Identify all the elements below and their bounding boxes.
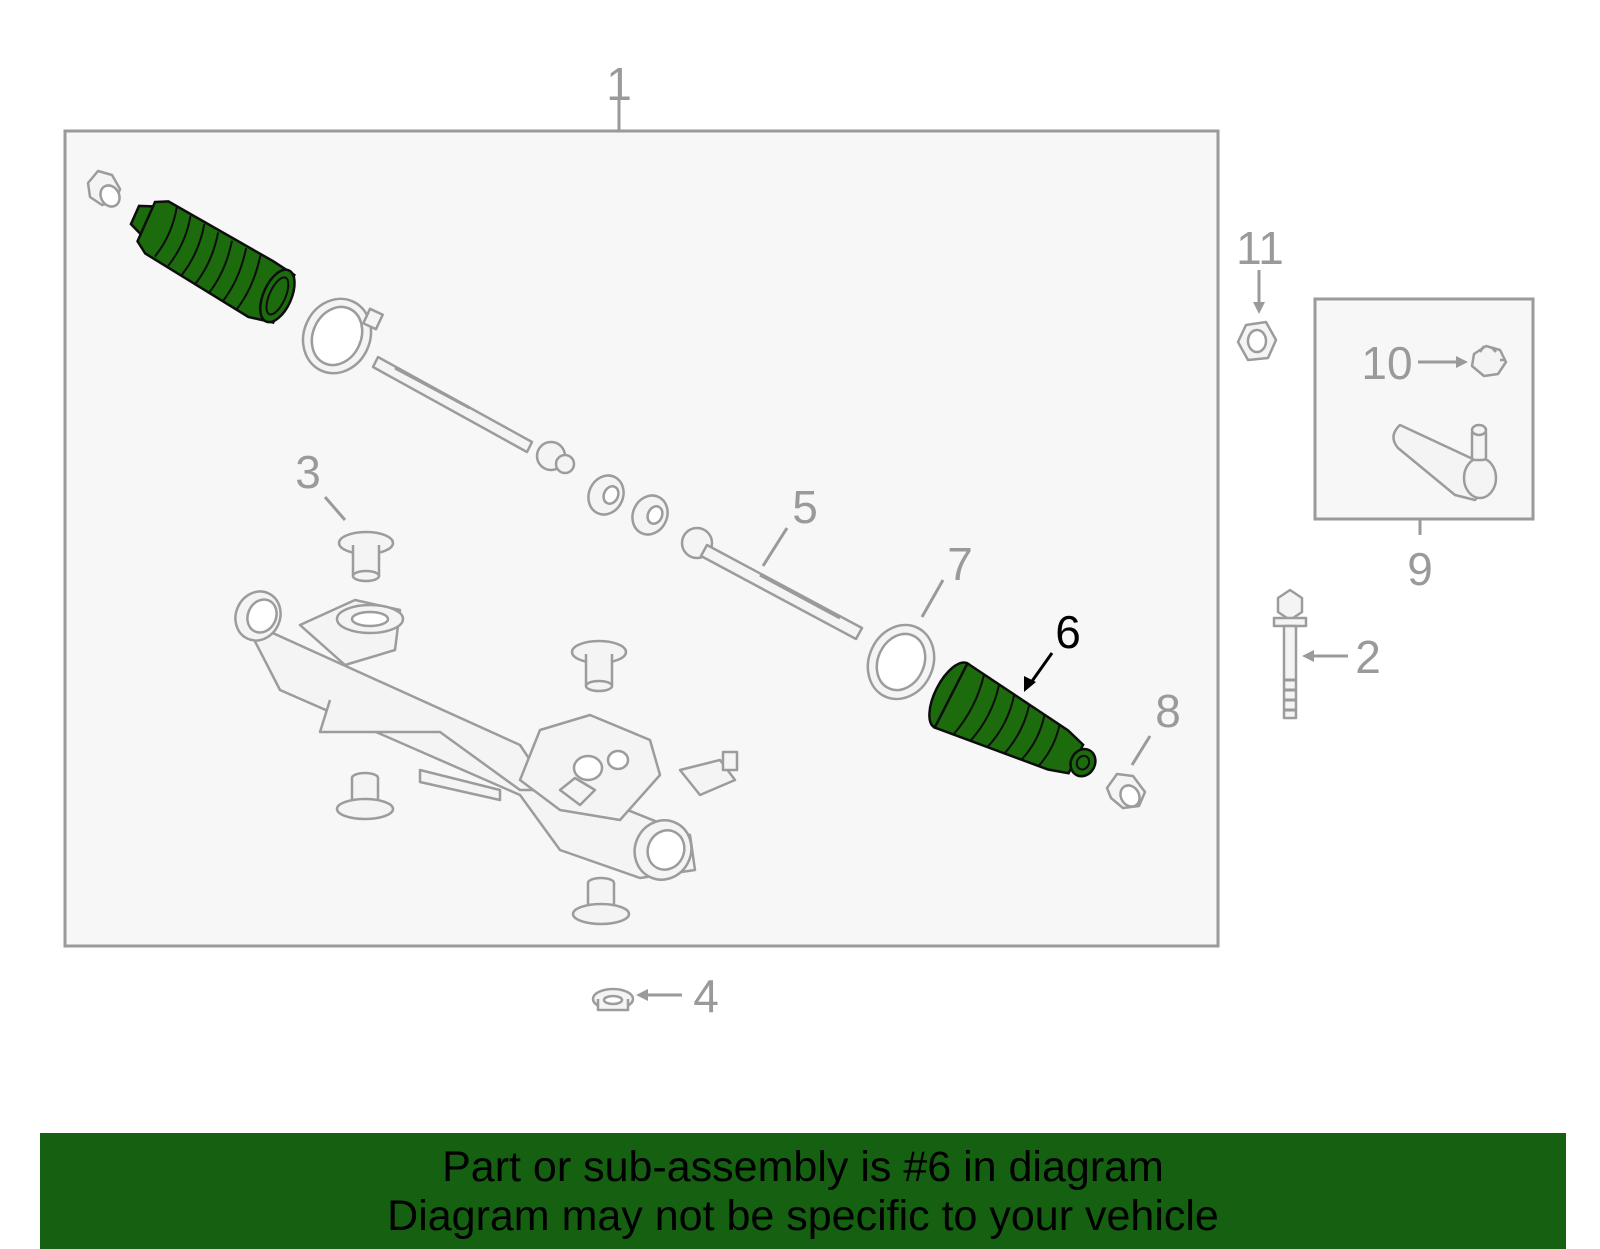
outer-tie-rod-end[interactable] xyxy=(1392,423,1498,502)
washer-a[interactable] xyxy=(582,470,630,521)
callout-10[interactable]: 10 xyxy=(1361,337,1412,389)
right-boot-clamp[interactable] xyxy=(1105,772,1147,810)
mount-bushing-mid[interactable] xyxy=(570,639,628,693)
callout-11[interactable]: 11 xyxy=(1236,222,1284,274)
mount-bushing-lower-left[interactable] xyxy=(335,771,395,821)
callout-9[interactable]: 9 xyxy=(1407,543,1433,595)
mount-bolt[interactable] xyxy=(1272,588,1308,720)
leader-10-arrow xyxy=(1456,356,1468,368)
castle-nut[interactable] xyxy=(1470,344,1508,378)
tie-rod-end-panel xyxy=(1313,297,1535,521)
mount-bushing-lower-right[interactable] xyxy=(571,876,631,926)
callout-2[interactable]: 2 xyxy=(1355,631,1381,683)
right-clamp-ring[interactable] xyxy=(856,614,946,710)
right-rack-boot[interactable] xyxy=(920,656,1110,800)
steering-gear-housing[interactable] xyxy=(227,584,739,889)
callout-3[interactable]: 3 xyxy=(295,446,321,498)
leader-2-arrow xyxy=(1302,650,1314,662)
tie-rod-end-nut[interactable] xyxy=(1236,320,1278,362)
banner-line-1: Part or sub-assembly is #6 in diagram xyxy=(442,1143,1164,1191)
left-rack-boot[interactable] xyxy=(116,191,307,330)
leader-6-arrow xyxy=(1024,676,1036,692)
left-inner-tie-rod[interactable] xyxy=(371,355,576,475)
leader-5 xyxy=(761,527,789,567)
leader-6 xyxy=(1028,652,1054,685)
banner-line-2: Diagram may not be specific to your vehi… xyxy=(387,1192,1219,1240)
mount-nut[interactable] xyxy=(591,987,635,1012)
callout-4[interactable]: 4 xyxy=(693,970,719,1022)
right-inner-tie-rod[interactable] xyxy=(680,526,864,641)
left-clamp-ring[interactable] xyxy=(291,288,384,385)
callout-1[interactable]: 1 xyxy=(606,58,632,110)
info-banner: Part or sub-assembly is #6 in diagram Di… xyxy=(40,1133,1566,1249)
leader-3 xyxy=(323,496,347,521)
left-boot-clamp[interactable] xyxy=(86,169,123,210)
callout-5[interactable]: 5 xyxy=(792,481,818,533)
callout-7[interactable]: 7 xyxy=(947,538,973,590)
leader-11-arrow xyxy=(1253,302,1265,314)
leader-8 xyxy=(1130,735,1152,766)
mount-bushing-upper[interactable] xyxy=(337,530,395,583)
leader-4-arrow xyxy=(636,989,648,1001)
washer-b[interactable] xyxy=(626,490,674,541)
leader-7 xyxy=(920,579,945,618)
callout-6[interactable]: 6 xyxy=(1055,606,1081,658)
callout-8[interactable]: 8 xyxy=(1155,685,1181,737)
